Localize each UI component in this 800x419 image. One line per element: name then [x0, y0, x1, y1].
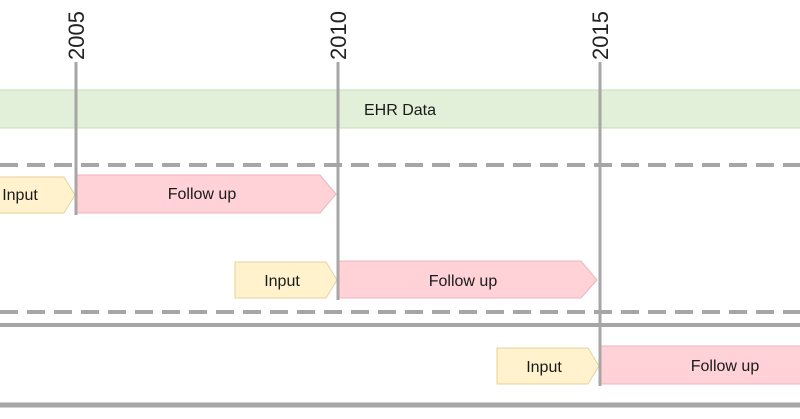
followup-label: Follow up — [429, 273, 498, 290]
input-arrow — [496, 347, 600, 385]
ehr-band-label: EHR Data — [364, 102, 436, 119]
year-markers: 2005 2010 2015 — [64, 11, 613, 386]
input-label: Input — [2, 187, 38, 204]
year-label-2015: 2015 — [588, 11, 613, 60]
input-arrow — [234, 261, 338, 299]
cohort-row-1: Input Follow up — [0, 174, 337, 214]
ehr-data-band: EHR Data — [0, 89, 800, 129]
input-label: Input — [264, 273, 300, 290]
input-label: Input — [526, 359, 562, 376]
cohort-row-2: Input Follow up — [234, 260, 598, 299]
followup-label: Follow up — [168, 186, 237, 203]
separators — [0, 163, 800, 408]
year-label-2005: 2005 — [64, 11, 89, 60]
ehr-band-rect — [0, 89, 800, 129]
year-label-2010: 2010 — [326, 11, 351, 60]
followup-label: Follow up — [691, 358, 760, 375]
input-arrow — [0, 176, 76, 214]
cohort-row-3: Input Follow up — [496, 345, 800, 385]
